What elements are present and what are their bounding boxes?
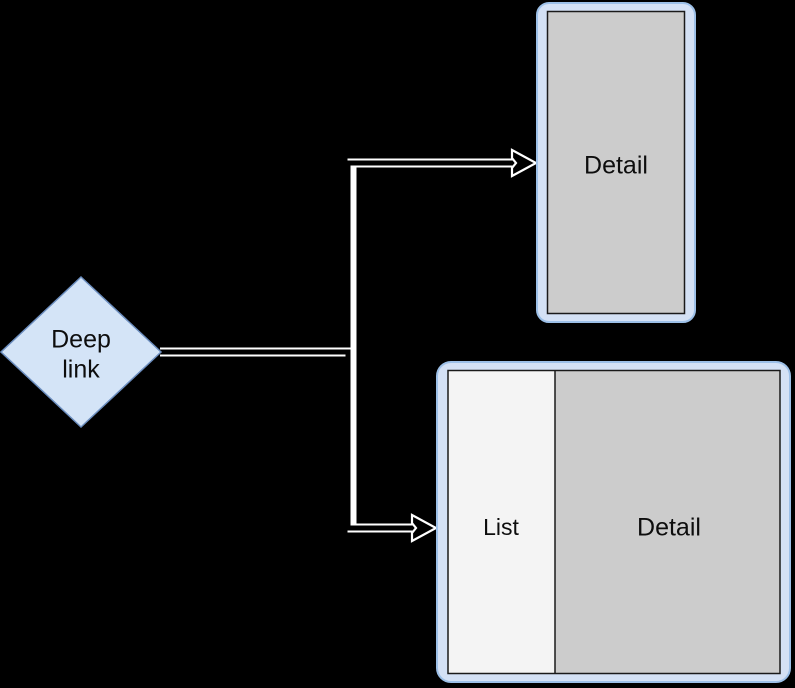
deep-link-label-line2: link (62, 356, 100, 384)
tablet-detail-pane-label: Detail (637, 514, 701, 542)
node-deep-link[interactable]: Deep link (0, 275, 163, 429)
node-phone-detail[interactable]: Detail (536, 2, 696, 323)
phone-screen-detail-pane (546, 10, 686, 315)
tablet-list-pane-label: List (483, 514, 519, 540)
node-tablet-list-detail[interactable]: List Detail (436, 361, 791, 683)
tablet-screen (447, 369, 781, 675)
deep-link-label-line1: Deep (51, 326, 111, 354)
phone-screen-detail-label: Detail (584, 152, 648, 180)
deep-link-diamond-shape (0, 275, 163, 429)
tablet-screen-border (447, 369, 781, 675)
tablet-list-pane[interactable] (448, 370, 555, 674)
tablet-detail-pane[interactable] (555, 370, 780, 674)
edge-deeplink-to-tablet[interactable] (160, 347, 439, 543)
edge-tablet-inner-core (160, 349, 416, 531)
